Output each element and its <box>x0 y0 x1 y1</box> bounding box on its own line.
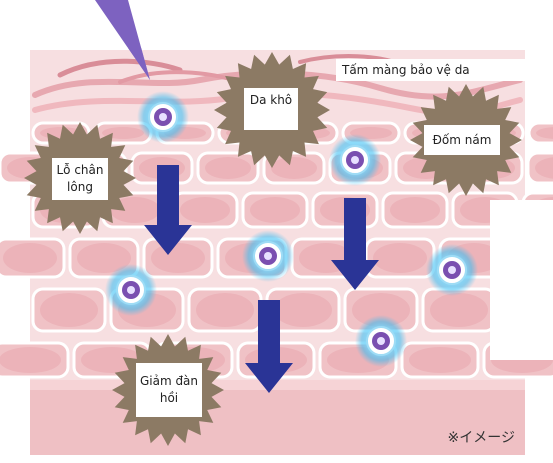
cell-nucleus <box>0 347 61 373</box>
cell-nucleus <box>3 243 57 273</box>
cell-nucleus <box>40 293 98 327</box>
cell-nucleus <box>110 197 160 223</box>
active-particle-icon <box>329 134 381 186</box>
pores-label-line-2: lông <box>67 180 93 194</box>
active-particle-icon <box>355 315 407 367</box>
down-arrow-icon <box>144 165 192 255</box>
dermis-layer <box>30 385 525 455</box>
cell-nucleus <box>196 293 254 327</box>
cell-nucleus <box>205 157 251 179</box>
active-particles <box>105 91 478 367</box>
down-arrow-icon <box>331 198 379 290</box>
cell-nucleus <box>430 293 488 327</box>
pores-label: Lỗ chân lông <box>52 158 108 200</box>
active-particle-icon <box>426 244 478 296</box>
cell-nucleus <box>250 197 300 223</box>
light-beam-icon <box>95 0 150 80</box>
cell-nucleus <box>77 243 131 273</box>
cell-nucleus <box>409 347 471 373</box>
pores-label-line-1: Lỗ chân <box>56 163 104 177</box>
active-particle-icon <box>242 230 294 282</box>
cell-nucleus <box>102 127 144 139</box>
light-beam-overlay <box>95 0 150 80</box>
cell-nucleus <box>536 127 553 139</box>
dark-spots-label: Đốm nám <box>424 125 500 155</box>
dry-skin-label: Da khô <box>244 88 298 130</box>
elasticity-label: Giảm đàn hồi <box>136 363 202 417</box>
elasticity-label-line-1: Giảm đàn <box>139 374 199 388</box>
cell-nucleus <box>274 293 332 327</box>
active-particle-icon <box>105 264 157 316</box>
cell-nucleus <box>535 157 553 179</box>
penetration-arrows <box>144 165 379 393</box>
cell-nucleus <box>373 243 427 273</box>
image-note: ※イメージ <box>447 430 515 446</box>
cell-nucleus <box>180 197 230 223</box>
down-arrow-icon <box>245 300 293 393</box>
cell-nucleus <box>271 157 317 179</box>
cell-nucleus <box>352 293 410 327</box>
cell-nucleus <box>151 243 205 273</box>
elasticity-label-line-2: hồi <box>159 391 179 405</box>
basal-line <box>30 380 525 390</box>
cell-nucleus <box>390 197 440 223</box>
protective-film-label: Tấm màng bảo vệ da <box>336 59 526 81</box>
active-particle-icon <box>137 91 189 143</box>
right-crop <box>490 200 553 360</box>
